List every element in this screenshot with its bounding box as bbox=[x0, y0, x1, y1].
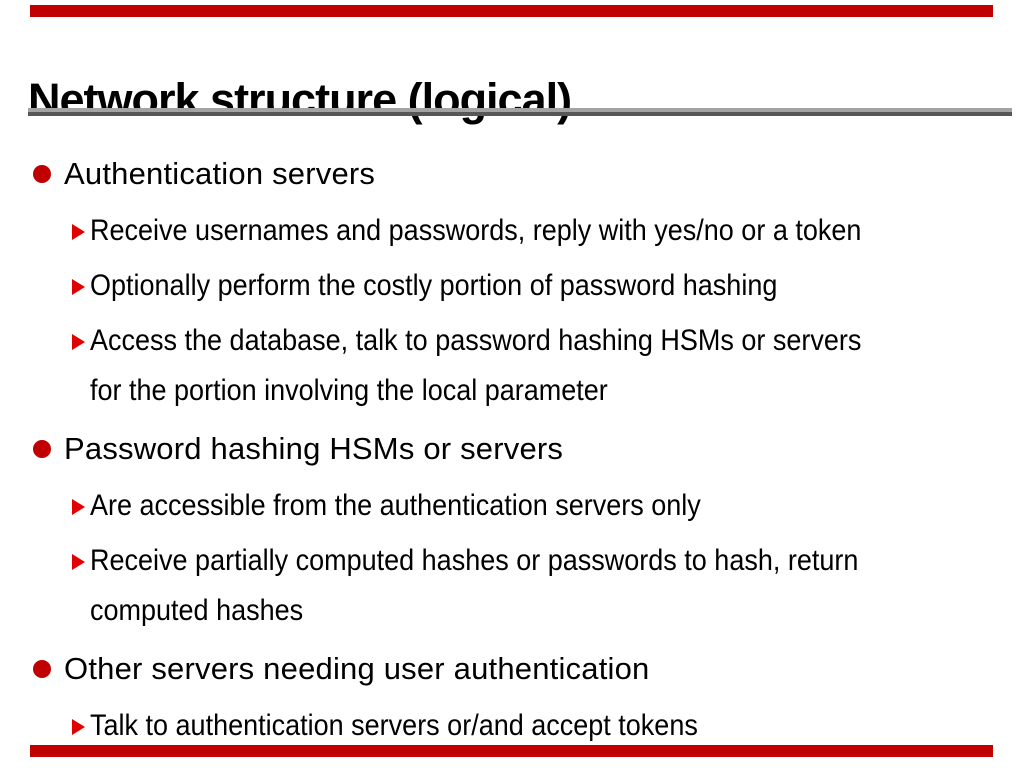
bullet-item-level2: Receive usernames and passwords, reply w… bbox=[28, 206, 1008, 261]
bullet-item-level1: Other servers needing user authenticatio… bbox=[28, 647, 1008, 691]
bottom-accent-bar bbox=[30, 745, 993, 757]
circle-bullet-icon bbox=[33, 660, 51, 678]
circle-bullet-icon bbox=[33, 165, 51, 183]
slide-title: Network structure (logical) bbox=[28, 74, 572, 126]
bullet-item-level1: Authentication servers bbox=[28, 152, 1008, 196]
bullet-heading-text: Authentication servers bbox=[64, 156, 376, 191]
title-rule-dark bbox=[28, 112, 1012, 116]
triangle-bullet-icon bbox=[72, 719, 85, 735]
bullet-item-level2: Are accessible from the authentication s… bbox=[28, 481, 1008, 536]
sub-bullet-group: Receive usernames and passwords, reply w… bbox=[28, 206, 1008, 421]
sub-bullet-text: Are accessible from the authentication s… bbox=[90, 489, 701, 522]
bullet-item-level2: Talk to authentication servers or/and ac… bbox=[28, 701, 1008, 756]
triangle-bullet-icon bbox=[72, 224, 85, 240]
sub-bullet-text: Talk to authentication servers or/and ac… bbox=[90, 709, 698, 742]
circle-bullet-icon bbox=[33, 440, 51, 458]
triangle-bullet-icon bbox=[72, 499, 85, 515]
bullet-item-level2: Access the database, talk to password ha… bbox=[28, 316, 1008, 421]
sub-bullet-group: Talk to authentication servers or/and ac… bbox=[28, 701, 1008, 756]
triangle-bullet-icon bbox=[72, 554, 85, 570]
sub-bullet-text: Access the database, talk to password ha… bbox=[90, 324, 862, 407]
triangle-bullet-icon bbox=[72, 279, 85, 295]
top-accent-bar bbox=[30, 5, 993, 17]
sub-bullet-text: Receive partially computed hashes or pas… bbox=[90, 544, 859, 627]
sub-bullet-text: Optionally perform the costly portion of… bbox=[90, 269, 778, 302]
bullet-heading-text: Password hashing HSMs or servers bbox=[64, 431, 564, 466]
sub-bullet-group: Are accessible from the authentication s… bbox=[28, 481, 1008, 641]
title-rule-light bbox=[28, 108, 1012, 112]
bullet-item-level1: Password hashing HSMs or servers bbox=[28, 427, 1008, 471]
bullet-heading-text: Other servers needing user authenticatio… bbox=[64, 651, 650, 686]
triangle-bullet-icon bbox=[72, 334, 85, 350]
sub-bullet-text: Receive usernames and passwords, reply w… bbox=[90, 214, 862, 247]
bullet-item-level2: Receive partially computed hashes or pas… bbox=[28, 536, 1008, 641]
bullet-item-level2: Optionally perform the costly portion of… bbox=[28, 261, 1008, 316]
